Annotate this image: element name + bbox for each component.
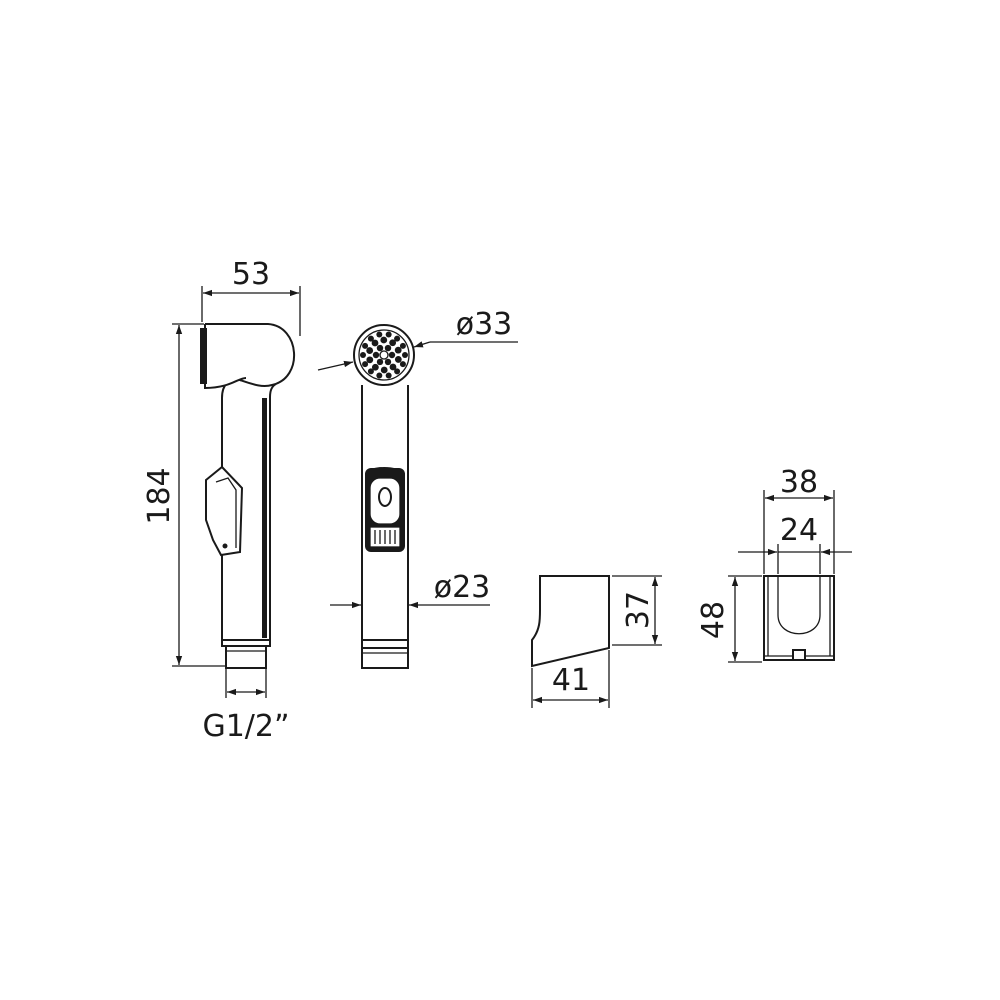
dim-label-41: 41 [552, 663, 590, 698]
nozzle-hole [384, 358, 392, 366]
spray-handle-front-view [353, 324, 415, 669]
dimension-holder-inner-width: 24 [738, 513, 852, 574]
dimension-stem-diameter: ø23 [330, 570, 491, 609]
nozzle-hole [366, 356, 374, 364]
nozzle-hole [367, 335, 374, 342]
nozzle-hole [384, 344, 392, 352]
nozzle-hole [366, 347, 374, 354]
nozzle-hole [376, 331, 383, 338]
nozzle-hole [376, 358, 384, 366]
dim-label-38: 38 [780, 465, 818, 500]
dimension-handle-width: 53 [201, 257, 301, 336]
dim-label-head-diameter: ø33 [456, 307, 513, 342]
nozzle-hole [394, 368, 401, 375]
nozzle-hole [388, 351, 396, 359]
nozzle-hole [362, 361, 369, 368]
dimension-holder-front-height: 48 [696, 575, 762, 663]
dim-label-184: 184 [142, 467, 177, 524]
dimension-thread: G1/2” [202, 668, 290, 744]
dim-label-stem-diameter: ø23 [434, 570, 491, 605]
dimension-holder-side-depth: 41 [531, 650, 610, 708]
spray-handle-side-view [200, 323, 296, 669]
nozzle-hole [371, 363, 379, 371]
nozzle-hole [394, 346, 402, 354]
nozzle-hole [362, 342, 369, 349]
nozzle-hole [394, 356, 402, 363]
spray-nozzle-pattern [360, 331, 408, 379]
nozzle-hole [360, 352, 366, 358]
holder-front-view [763, 575, 835, 661]
nozzle-hole [372, 351, 380, 359]
dimension-holder-side-height: 37 [612, 575, 662, 646]
dimension-holder-outer-width: 38 [763, 465, 835, 574]
nozzle-center [379, 350, 389, 360]
nozzle-hole [399, 342, 406, 349]
dimension-head-diameter: ø33 [317, 307, 518, 371]
nozzle-hole [385, 331, 392, 338]
dimension-handle-height: 184 [142, 323, 226, 667]
dim-label-thread: G1/2” [202, 709, 289, 744]
nozzle-hole [380, 336, 388, 344]
dim-label-48: 48 [696, 601, 731, 639]
nozzle-hole [376, 344, 384, 352]
dim-label-53: 53 [232, 257, 270, 292]
holder-side-view [531, 575, 610, 668]
nozzle-hole [389, 363, 397, 371]
nozzle-hole [394, 335, 401, 342]
dim-label-37: 37 [621, 591, 656, 629]
nozzle-hole [371, 339, 379, 347]
nozzle-hole [367, 368, 374, 375]
nozzle-hole [380, 366, 388, 374]
nozzle-hole [385, 372, 392, 379]
trigger-grip-ribs [374, 530, 396, 544]
nozzle-hole [399, 361, 406, 368]
nozzle-hole [402, 352, 408, 358]
nozzle-hole [389, 339, 397, 347]
nozzle-hole [376, 372, 383, 379]
dim-label-24: 24 [780, 513, 818, 548]
